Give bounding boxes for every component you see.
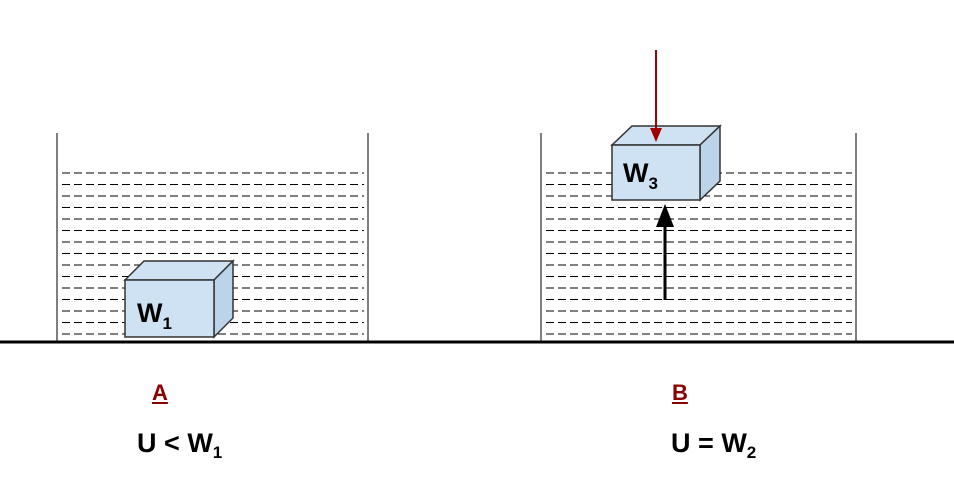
block-w1-front [124,279,215,338]
equation-b-lhs: U [671,428,691,458]
block-w3-label: W3 [623,158,658,193]
equation-a-rhs-index: 1 [212,443,223,462]
equation-a: U < W1 [137,428,222,463]
block-w3: W3 [610,124,722,202]
equation-a-rhs: W [187,428,213,458]
equation-b-operator: = [698,428,714,458]
up-force-arrow [656,204,674,300]
block-w1-label: W1 [137,298,172,333]
equation-b-rhs-index: 2 [746,443,757,462]
water-b [546,172,852,335]
panel-a-label: A [152,380,168,405]
equation-b: U = W2 [671,428,756,463]
panel-b-label: B [672,380,688,405]
equation-a-operator: < [164,428,180,458]
block-w1: W1 [123,259,235,339]
down-force-arrow [650,50,662,142]
equation-b-rhs: W [721,428,747,458]
equation-a-lhs: U [137,428,157,458]
block-w3-front [611,144,701,201]
container-b [540,133,857,342]
